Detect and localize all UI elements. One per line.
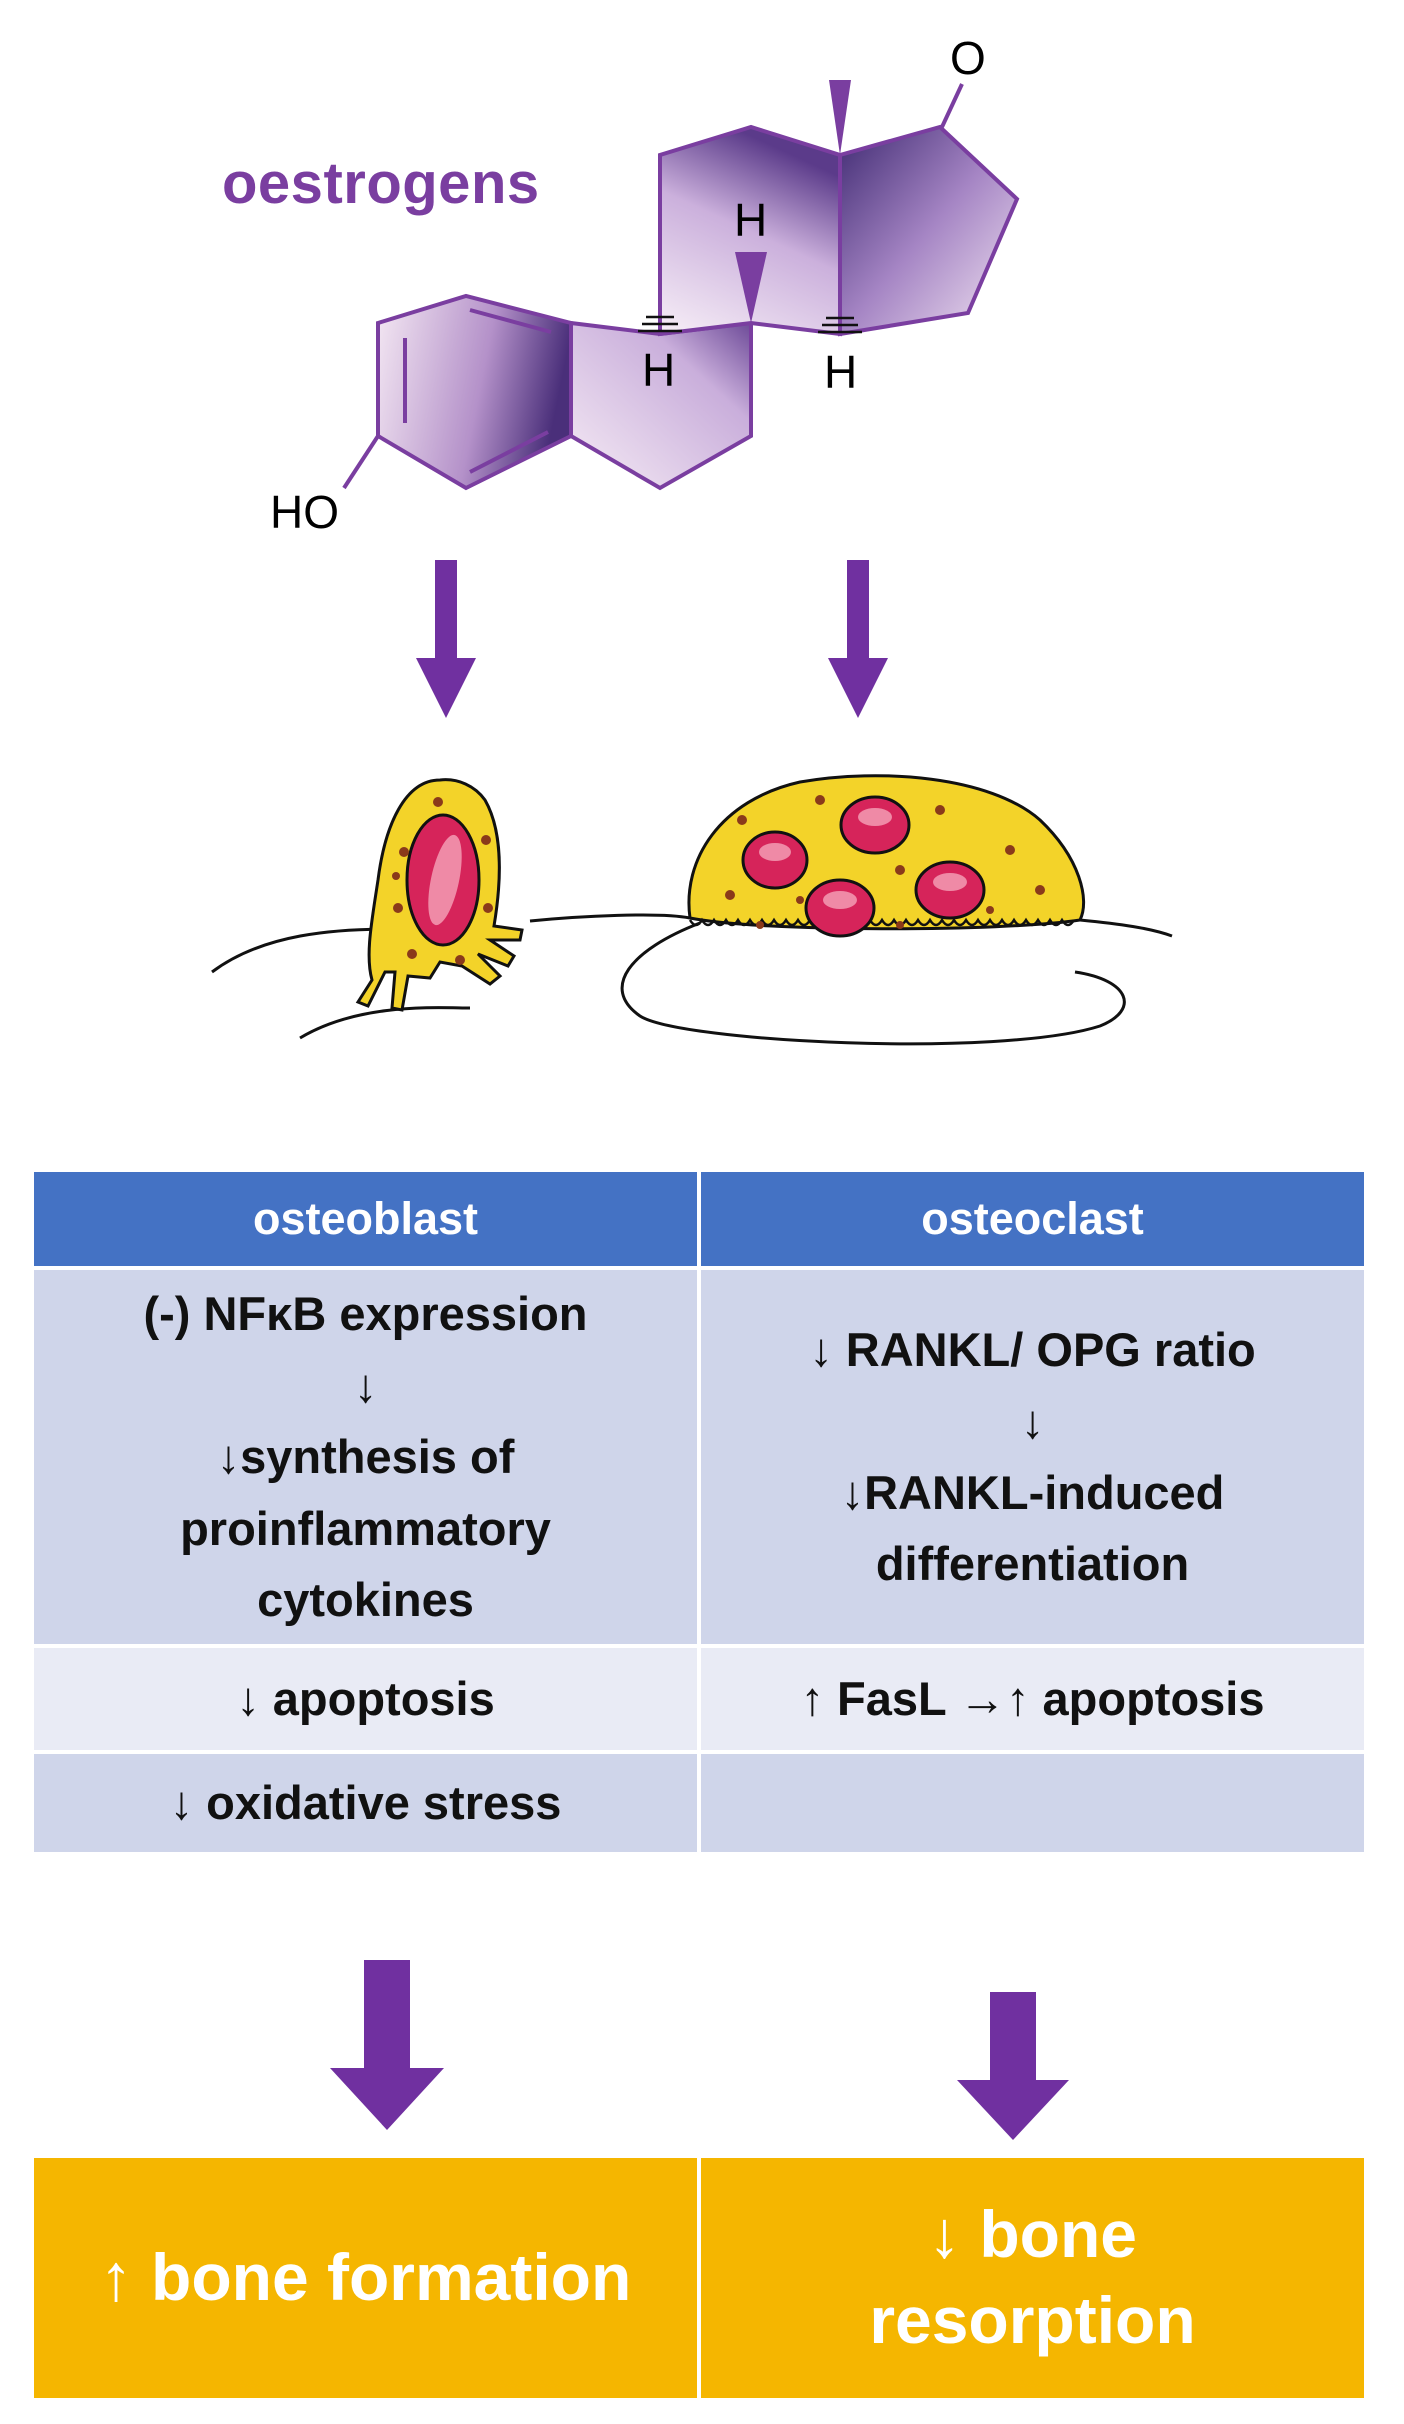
osteoblast-oxidative-stress-cell: ↓ oxidative stress <box>34 1754 697 1852</box>
osteoblast-cell <box>355 778 524 1012</box>
osteoclast-empty-cell <box>697 1754 1364 1852</box>
osteoblast-line: proinflammatory <box>180 1501 551 1555</box>
oestrogens-label: oestrogens <box>222 151 540 216</box>
h-atom-left: H <box>642 344 675 396</box>
osteoblast-line: (-) NFκB expression <box>143 1287 588 1341</box>
h-wedge <box>735 252 767 323</box>
table-row: ↓ apoptosis ↑ FasL →↑ apoptosis <box>34 1644 1364 1750</box>
oestrogen-molecule-structure: O H H H HO <box>270 32 1020 538</box>
osteoclast-line: ↓ RANKL/ OPG ratio <box>809 1323 1256 1377</box>
bone-cells-illustration <box>211 774 1173 1046</box>
osteoclast-line: ↓ <box>1020 1394 1045 1448</box>
bone-resorption-box: ↓ bone resorption <box>697 2158 1364 2398</box>
osteoblast-line: ↓ <box>353 1358 378 1412</box>
osteoblast-line: cytokines <box>257 1573 474 1627</box>
outcomes-row: ↑ bone formation ↓ bone resorption <box>34 2158 1364 2398</box>
osteoblast-apoptosis-cell: ↓ apoptosis <box>34 1648 697 1750</box>
effects-table: osteoblast osteoclast (-) NFκB expressio… <box>34 1172 1364 1852</box>
header-osteoblast: osteoblast <box>34 1172 697 1266</box>
osteoclast-line: ↓RANKL-induced <box>840 1466 1225 1519</box>
hydroxyl-label: HO <box>270 486 339 538</box>
bone-formation-label: ↑ bone formation <box>99 2240 632 2315</box>
osteoblast-line: ↓synthesis of <box>216 1430 515 1484</box>
h-atom-right: H <box>824 346 857 398</box>
table-header-row: osteoblast osteoclast <box>34 1172 1364 1266</box>
osteoclast-cell <box>687 774 1086 938</box>
table-row: ↓ oxidative stress <box>34 1750 1364 1852</box>
h-atom-top: H <box>734 194 767 246</box>
arrows-to-outcomes <box>330 1960 1069 2140</box>
osteoblast-nfkb-cell: (-) NFκB expression ↓ ↓synthesis of proi… <box>34 1270 697 1644</box>
methyl-wedge <box>829 80 851 155</box>
ring-d <box>838 124 1020 337</box>
header-osteoclast: osteoclast <box>697 1172 1364 1266</box>
arrows-to-cells <box>416 560 888 718</box>
osteoclast-line: differentiation <box>875 1537 1190 1591</box>
bone-formation-box: ↑ bone formation <box>34 2158 697 2398</box>
osteoclast-rankl-cell: ↓ RANKL/ OPG ratio ↓ ↓RANKL-induced diff… <box>697 1270 1364 1644</box>
osteoclast-apoptosis-cell: ↑ FasL →↑ apoptosis <box>697 1648 1364 1750</box>
table-row: (-) NFκB expression ↓ ↓synthesis of proi… <box>34 1266 1364 1644</box>
bone-resorption-line2: resorption <box>869 2283 1196 2357</box>
bone-resorption-line1: ↓ bone <box>927 2197 1137 2272</box>
oxygen-atom: O <box>950 32 986 84</box>
